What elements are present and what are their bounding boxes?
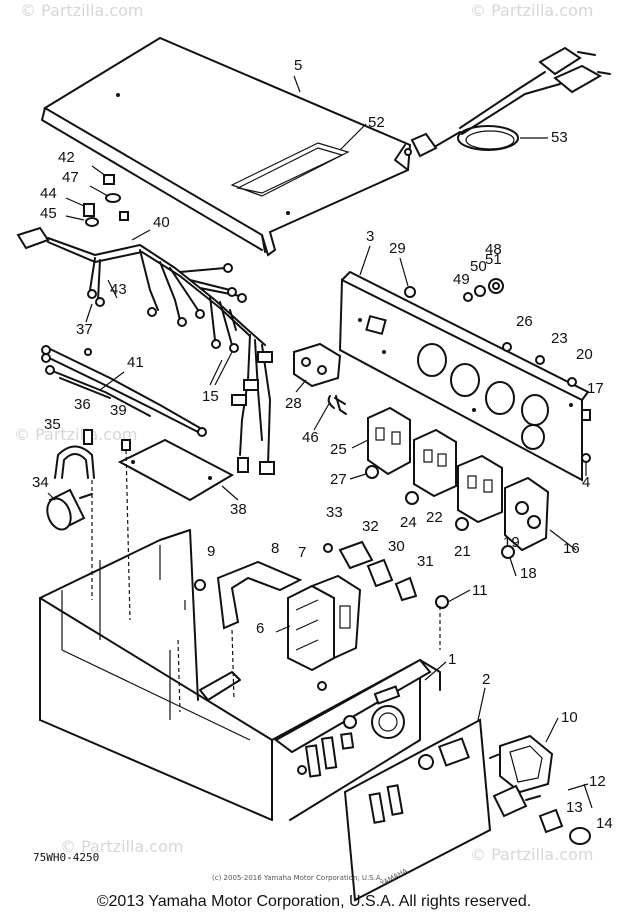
front-panel [338,271,589,482]
part-label-32: 32 [362,518,379,535]
circuit-breaker-6 [287,584,335,672]
circuit-breaker-7 [309,574,362,660]
loose-wire-leads [41,345,207,437]
part-number-labels: 5 52 53 42 47 44 45 40 3 29 48 50 51 49 … [32,57,613,832]
pilot-lamp [492,783,593,845]
outlet-16 [504,476,550,552]
bracket [216,560,303,630]
test-lead-cable [410,46,611,158]
capacitor [46,488,93,531]
number-leaders [47,75,587,743]
small-fasteners [83,174,129,227]
part-label-13: 13 [566,799,583,816]
front-label-plate: YAMAHA [343,718,492,902]
wiring-harness [16,226,275,475]
base-housing [39,529,441,821]
leader-lines [91,449,441,713]
terminal-block [293,342,342,388]
watermark-middle: © Partzilla.com [14,425,137,444]
part-label-45: 45 [40,205,57,222]
voltmeter [489,734,554,794]
watermark-top: © Partzilla.com [20,1,143,20]
part-label-28: 28 [285,395,302,412]
panel-fasteners [327,278,591,463]
part-label-27: 27 [330,471,347,488]
part-label-26: 26 [516,313,533,330]
part-label-39: 39 [110,402,127,419]
part-label-44: 44 [40,185,57,202]
part-label-36: 36 [74,396,91,413]
watermark-bottom: © Partzilla.com [60,837,183,856]
part-label-2: 2 [482,671,490,688]
part-label-9: 9 [207,543,215,560]
part-label-21: 21 [454,543,471,560]
part-label-24: 24 [400,514,417,531]
part-label-18: 18 [520,565,537,582]
part-label-4: 4 [582,474,590,491]
part-label-11: 11 [472,582,488,599]
part-label-42: 42 [58,149,75,166]
part-label-23: 23 [551,330,568,347]
part-label-35: 35 [44,416,61,433]
part-label-20: 20 [576,346,593,363]
part-label-25: 25 [330,441,347,458]
outlet-nuts [335,395,515,559]
part-label-43: 43 [110,281,127,298]
part-label-6: 6 [256,620,264,637]
part-label-40: 40 [153,214,170,231]
part-label-14: 14 [596,815,613,832]
part-label-22: 22 [426,509,443,526]
part-label-3: 3 [366,228,374,245]
part-label-12: 12 [589,773,606,790]
outlet-25 [367,406,411,476]
part-label-1: 1 [448,651,456,668]
part-label-49: 49 [453,271,470,288]
top-cover [41,36,412,257]
part-label-17: 17 [587,380,604,397]
outlet-19 [457,454,503,524]
part-label-30: 30 [388,538,405,555]
part-label-52: 52 [368,114,385,131]
part-label-34: 34 [32,474,49,491]
part-label-5: 5 [294,57,302,74]
switch-bracket [323,540,449,609]
part-label-51: 51 [485,251,502,268]
part-label-15: 15 [202,388,219,405]
watermark-bottom-right: © Partzilla.com [470,845,593,864]
part-label-47: 47 [62,169,79,186]
part-label-19: 19 [503,534,520,551]
part-label-7: 7 [298,544,306,561]
part-label-50: 50 [470,258,487,275]
part-label-46: 46 [302,429,319,446]
capacitor-clamp [54,429,95,479]
part-label-48: 48 [485,241,502,258]
outlet-22 [413,428,457,498]
cover-plate [117,438,235,502]
part-label-29: 29 [389,240,406,257]
part-label-33: 33 [326,504,343,521]
watermark-top-right: © Partzilla.com [470,1,593,20]
part-label-38: 38 [230,501,247,518]
part-label-53: 53 [551,129,568,146]
diagram-code: 75WH0-4250 [33,851,99,864]
small-copyright: (c) 2005-2016 Yamaha Motor Corporation, … [212,874,383,882]
part-label-41: 41 [127,354,144,371]
part-label-10: 10 [561,709,578,726]
part-label-16: 16 [563,540,580,557]
part-label-31: 31 [417,553,434,570]
copyright-footer: ©2013 Yamaha Motor Corporation, U.S.A. A… [96,893,532,910]
part-label-8: 8 [271,540,279,557]
part-label-37: 37 [76,321,93,338]
